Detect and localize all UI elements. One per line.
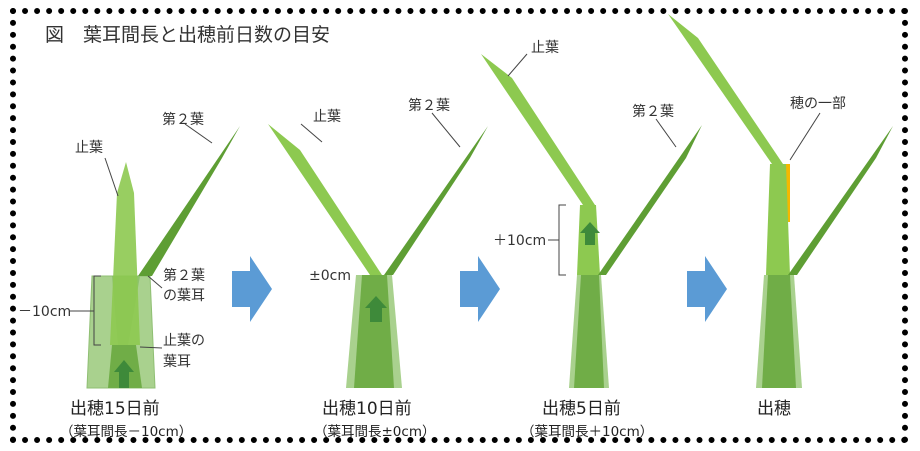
stage-2-second-leaf [384,126,488,275]
stage-1-measure: －10cm [18,304,71,320]
stage-1-up-arrow [114,360,134,388]
stage-1-flag-auricle-label-2: 葉耳 [163,354,191,370]
stage-3-plant [481,53,702,388]
stage-2-second-leader [431,112,461,148]
stage-2-second-leaf-label: 第２葉 [408,97,450,114]
stage-4-second-leaf [788,126,893,275]
stage-4-flag-sheath [766,164,790,275]
stage-2-sublabel: （葉耳間長±0cm） [314,424,435,440]
stage-1-flag-leaf-label: 止葉 [75,140,103,156]
stage-1-flag-leaf [110,162,140,345]
stage-3-flag-leaf [481,54,595,205]
stage-4-flag-leaf [668,14,783,164]
stage-3-flag-leader [507,53,528,77]
stage-1-flag-auricle-label-1: 止葉の [163,333,205,349]
stage-3-up-arrow [580,222,600,245]
stage-1-label: 出穂15日前 [70,399,160,419]
stage-1-auricle-leader [147,275,163,289]
stage-3-label: 出穂5日前 [542,399,621,419]
stage-1-sublabel: （葉耳間長－10cm） [60,424,192,440]
stage-3-sublabel: （葉耳間長＋10cm） [521,424,653,440]
stage-3-measure: ＋10cm [493,233,546,249]
progress-arrow-3 [687,256,727,322]
stage-2-up-arrow [365,296,387,322]
figure-title: 図 葉耳間長と出穂前日数の目安 [45,24,330,46]
stage-3-inner-sheath [574,275,604,388]
stage-1-second-auricle-label-1: 第２葉 [163,267,205,284]
stage-4-ear-label: 穂の一部 [790,96,846,112]
stage-3-bracket [548,204,566,276]
stage-1-second-leaf-label: 第２葉 [162,111,204,128]
stage-1-flag-auricle-leader [139,346,163,349]
stage-2-inner-sheath [354,275,394,388]
progress-arrow-2 [460,256,500,322]
stage-1-second-leader [184,123,213,144]
stage-1-flag-leader [104,157,119,197]
stage-1-plant [70,123,240,389]
stage-1-bracket [70,275,101,346]
stage-2-label: 出穂10日前 [322,399,412,419]
stage-2-flag-leader [300,123,323,143]
stage-4-plant [668,14,893,388]
stage-3-second-leaf [598,125,702,275]
stage-4-ear-leader [789,112,821,161]
stage-4-label: 出穂 [757,399,791,419]
stage-3-flag-leaf-label: 止葉 [531,40,559,56]
stage-2-measure: ±0cm [309,268,351,284]
stage-2-plant [268,112,488,388]
stage-4-inner-sheath [762,275,796,388]
stage-2-flag-leaf [268,124,382,275]
stage-2-flag-leaf-label: 止葉 [313,109,341,125]
stage-3-second-leaf-label: 第２葉 [632,103,674,120]
stage-1-second-leaf [138,126,240,276]
progress-arrow-1 [232,256,272,322]
stage-3-second-leader [655,118,677,148]
stage-1-second-auricle-label-2: の葉耳 [163,288,205,304]
